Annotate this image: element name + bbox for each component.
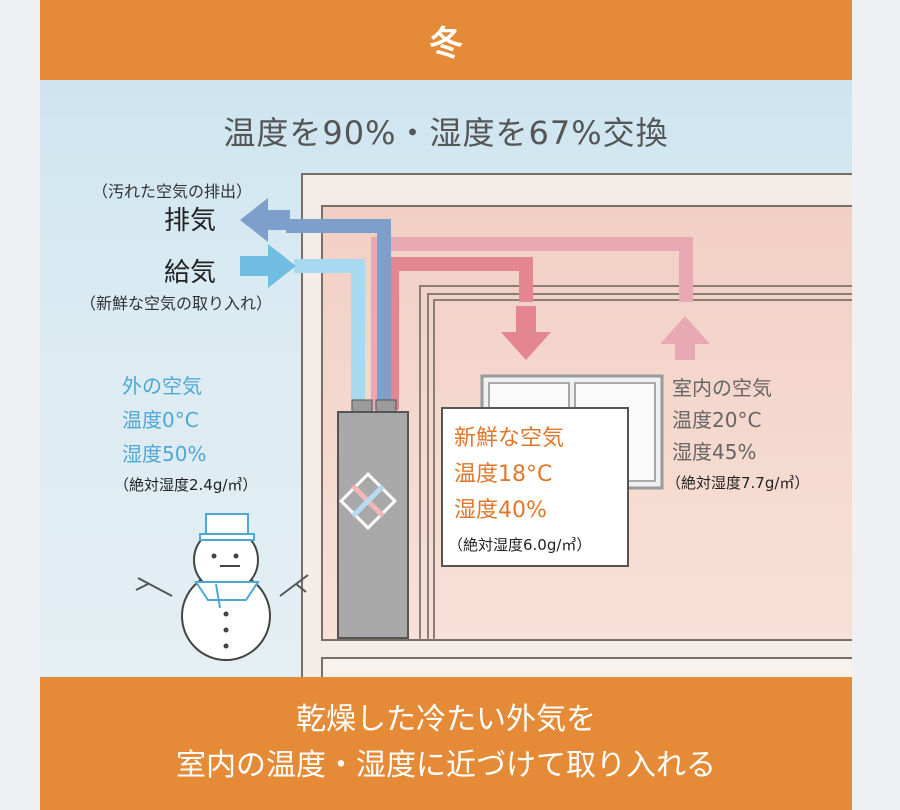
supply-note: （新鮮な空気の取り入れ）: [80, 294, 273, 313]
indoor-absolute-humidity: （絶対湿度7.7g/㎥）: [666, 474, 810, 492]
indoor-humidity: 湿度45%: [672, 440, 757, 464]
summary-line-2: 室内の温度・湿度に近づけて取り入れる: [176, 748, 716, 783]
exhaust-duct: [286, 219, 391, 410]
fresh-temp: 温度18°C: [454, 462, 553, 487]
indoor-temp: 温度20°C: [672, 408, 762, 432]
season-banner: 冬: [40, 0, 852, 80]
fresh-title: 新鮮な空気: [454, 426, 565, 451]
exhaust-note: （汚れた空気の排出）: [92, 182, 253, 201]
fresh-air-box: [441, 407, 629, 567]
supply-duct: [294, 259, 365, 410]
inner-wall-lines: [419, 285, 852, 640]
summary-line-1: 乾燥した冷たい外気を: [296, 702, 596, 737]
winter-panel: 冬 温度を90%・湿度を67%交換 （汚れた空気の排出） 排気 給気 （新鮮な空…: [40, 0, 852, 810]
summary-banner: 乾燥した冷たい外気を 室内の温度・湿度に近づけて取り入れる: [40, 677, 852, 810]
warm-pink-duct: [385, 257, 533, 410]
snowman-icon: [135, 513, 309, 661]
season-label: 冬: [429, 23, 463, 64]
indoor-title: 室内の空気: [672, 376, 772, 400]
fresh-absolute-humidity: （絶対湿度6.0g/㎥）: [448, 536, 592, 554]
outside-absolute-humidity: （絶対湿度2.4g/㎥）: [114, 476, 258, 494]
supply-label: 給気: [164, 258, 217, 288]
exhaust-arrow-icon: [240, 198, 290, 242]
up-arrow-icon: [660, 316, 710, 360]
down-arrow-icon: [501, 306, 551, 360]
ventilation-diagram: [135, 173, 852, 689]
outside-title: 外の空気: [122, 374, 202, 398]
fresh-humidity: 湿度40%: [454, 498, 547, 523]
supply-arrow-icon: [240, 244, 296, 288]
exhaust-label: 排気: [164, 206, 217, 236]
outside-humidity: 湿度50%: [122, 442, 207, 466]
outside-temp: 温度0°C: [122, 408, 199, 432]
heat-exchanger-unit: [337, 399, 409, 639]
exchange-rate-headline: 温度を90%・湿度を67%交換: [223, 114, 669, 152]
